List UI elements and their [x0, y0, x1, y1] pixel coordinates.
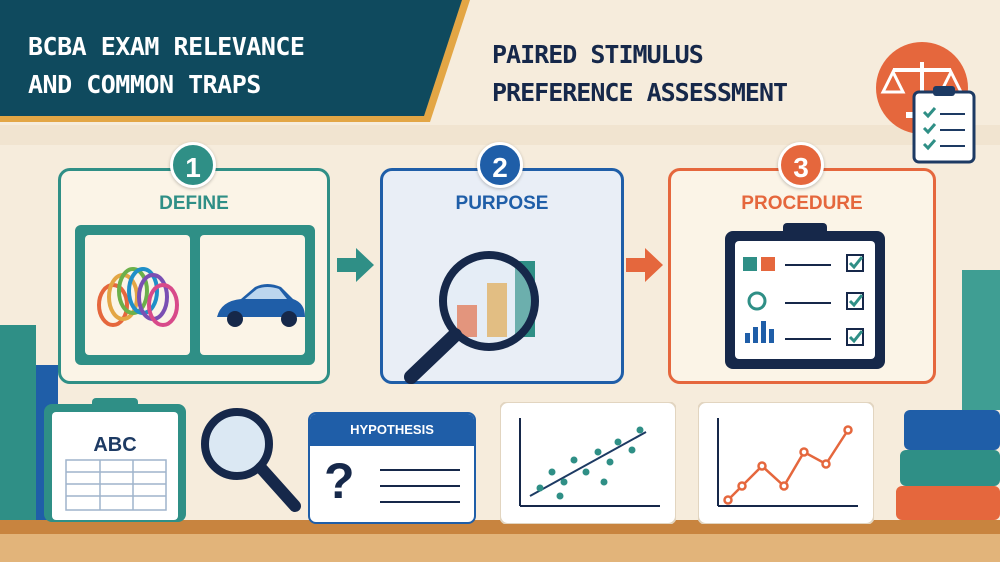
- arrow-right-icon: [337, 248, 374, 282]
- step-panel-procedure: PROCEDURE: [668, 168, 936, 384]
- step-number-badge: 1: [170, 142, 216, 188]
- slinky-toy-icon: [97, 267, 179, 327]
- book-pages-illustration: [75, 225, 315, 365]
- abc-clipboard: ABC: [40, 398, 190, 522]
- procedure-clipboard-icon: [725, 223, 885, 369]
- magnifying-glass-icon: [439, 251, 539, 351]
- step-label: PURPOSE: [455, 193, 549, 214]
- arrow-right-icon: [626, 248, 663, 282]
- abc-clipboard-icon: [44, 398, 186, 522]
- hypothesis-label: HYPOTHESIS: [350, 422, 434, 437]
- step-number-badge: 3: [778, 142, 824, 188]
- banner-title: BCBA EXAM RELEVANCE AND COMMON TRAPS: [28, 28, 418, 104]
- banner-title-line: AND COMMON TRAPS: [28, 70, 261, 99]
- right-books-illustration: [896, 270, 1000, 520]
- main-title-line: PAIRED STIMULUS: [492, 40, 704, 69]
- step-number-badge: 2: [477, 142, 523, 188]
- abc-label: ABC: [93, 434, 137, 456]
- step-panel-define: DEFINE: [58, 168, 330, 384]
- line-plot-card: [698, 402, 874, 524]
- step-panel-purpose: PURPOSE: [380, 168, 624, 384]
- scatter-plot-card: [500, 402, 676, 524]
- header-banner: [0, 0, 470, 122]
- hypothesis-card: HYPOTHESIS ?: [308, 412, 476, 524]
- magnifying-glass-icon: [201, 408, 301, 512]
- banner-title-line: BCBA EXAM RELEVANCE: [28, 32, 305, 61]
- question-mark-icon: ?: [324, 453, 355, 509]
- toy-car-icon: [217, 284, 305, 327]
- main-title-line: PREFERENCE ASSESSMENT: [492, 78, 788, 107]
- hypothesis-header: [310, 414, 474, 446]
- main-title: PAIRED STIMULUS PREFERENCE ASSESSMENT: [492, 36, 872, 112]
- magnified-bar-chart-illustration: [404, 251, 539, 384]
- clipboard-icon: [912, 86, 976, 164]
- text-lines-icon: [380, 469, 460, 503]
- step-label: PROCEDURE: [741, 193, 863, 214]
- step-label: DEFINE: [159, 193, 229, 214]
